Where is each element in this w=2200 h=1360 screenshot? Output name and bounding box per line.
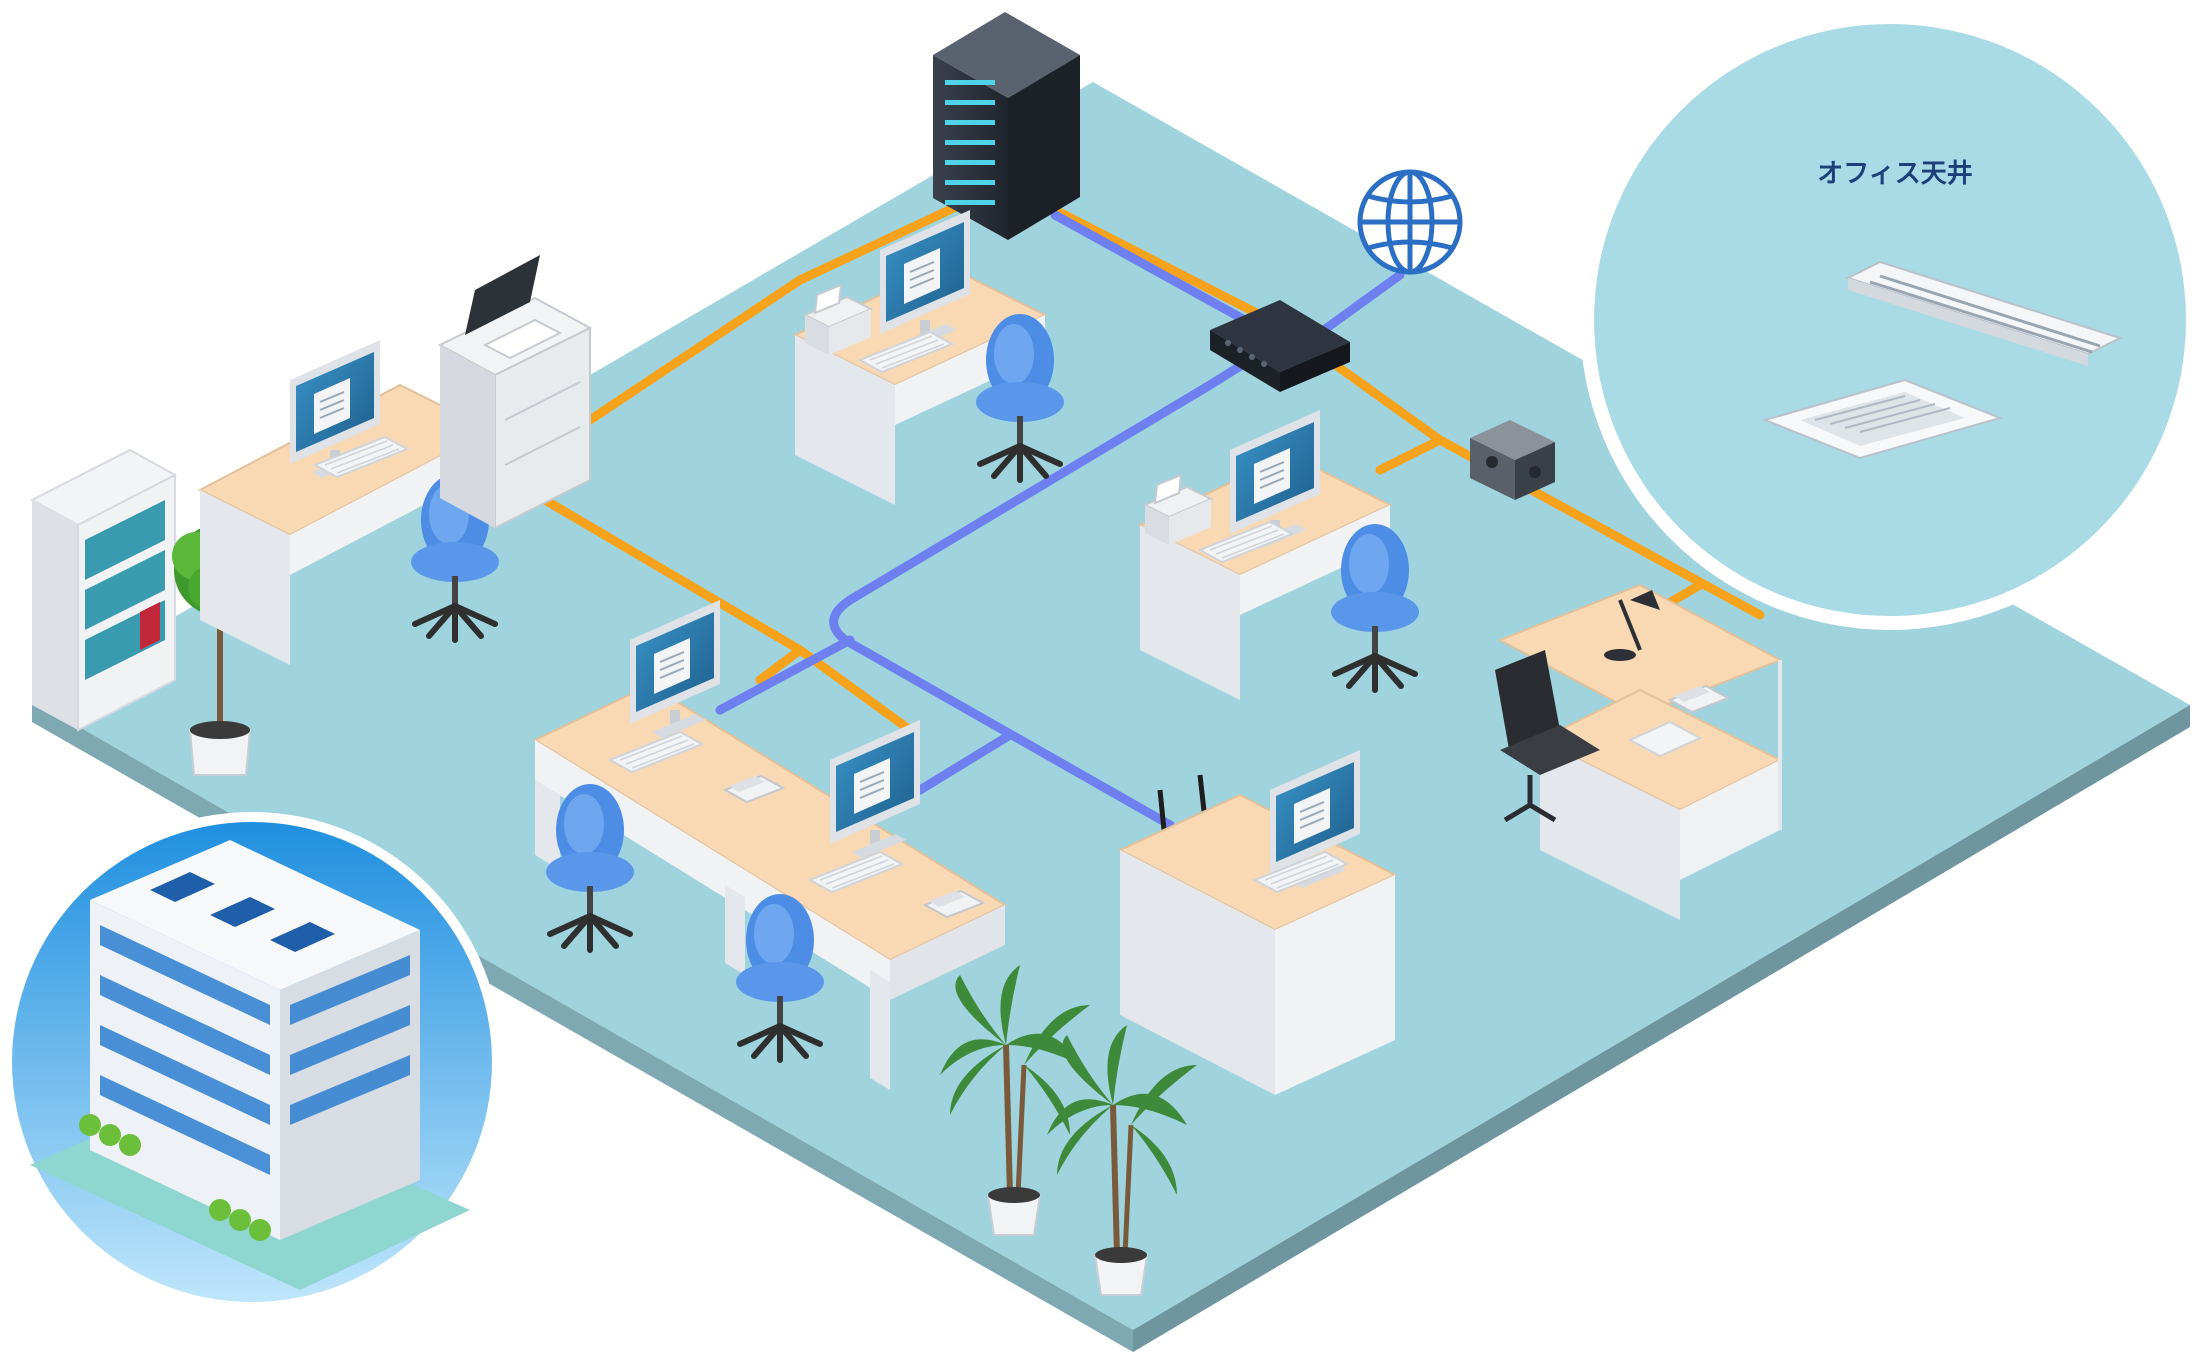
ceiling-inset-label: オフィス天井 [1817, 159, 1972, 189]
ceiling-inset: オフィス天井 [1580, 10, 2200, 630]
plant-left [172, 524, 266, 776]
ceiling-light-icon [1845, 260, 2123, 366]
multifunction-printer-icon [437, 255, 593, 530]
globe-icon [1357, 169, 1463, 275]
office-building-icon [2, 812, 502, 1312]
bookshelf [29, 448, 178, 732]
desk-b [792, 209, 1064, 505]
desk-front-left [532, 599, 1008, 1090]
executive-chair [1495, 650, 1600, 823]
network-switch-icon [1210, 300, 1350, 392]
desk-c [1137, 409, 1419, 700]
ups-box-icon [1470, 420, 1555, 500]
ceiling-ac-icon [1761, 378, 2004, 460]
desk-manager [1495, 583, 1783, 920]
server-rack-icon [933, 12, 1080, 240]
desk-front-center [1117, 749, 1398, 1095]
